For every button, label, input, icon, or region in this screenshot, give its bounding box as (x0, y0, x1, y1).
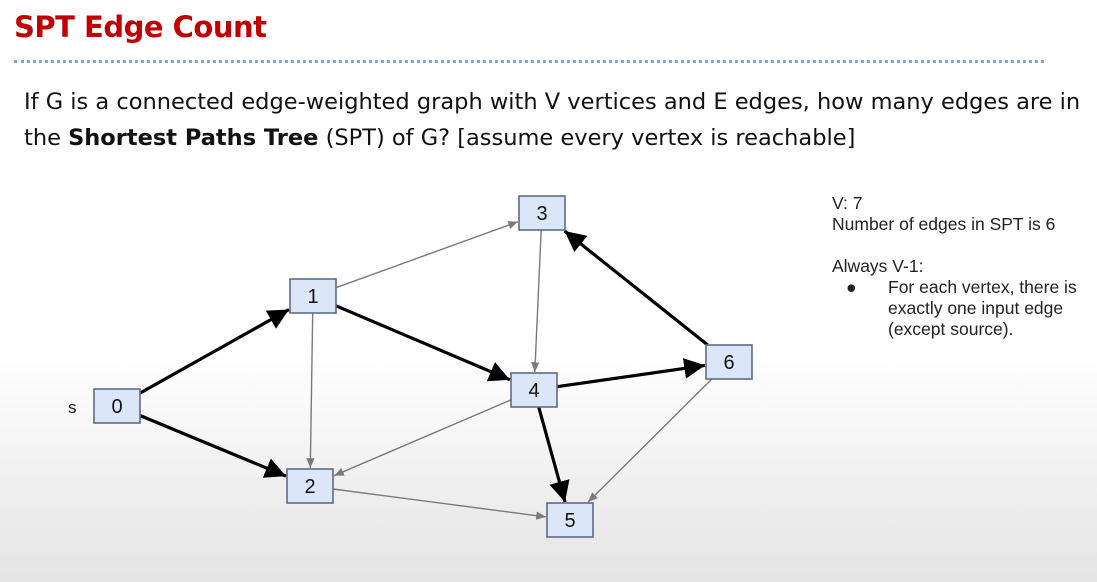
notes-spt-edge-count: Number of edges in SPT is 6 (832, 214, 1056, 234)
question-part2: (SPT) of G? [assume every vertex is reac… (318, 125, 856, 151)
node-label-1: 1 (307, 286, 318, 308)
notes-bullet-item: ● For each vertex, there is exactly one … (832, 277, 1082, 340)
edge-0-1-spt (139, 308, 290, 395)
notes-panel: V: 7 Number of edges in SPT is 6 Always … (832, 193, 1082, 340)
node-label-2: 2 (304, 476, 315, 498)
edge-0-2-spt (139, 414, 287, 478)
node-label-4: 4 (528, 380, 539, 402)
graph-edges (139, 221, 713, 520)
edge-2-5 (332, 488, 547, 520)
node-1: 1 (289, 278, 337, 314)
node-label-0: 0 (111, 396, 122, 418)
node-box-3 (518, 195, 566, 231)
node-4: 4 (510, 372, 558, 408)
title-divider (14, 60, 1044, 63)
node-6: 6 (705, 344, 753, 380)
node-box-6 (705, 344, 753, 380)
notes-bullet-text: For each vertex, there is exactly one in… (888, 277, 1077, 339)
node-label-6: 6 (723, 352, 734, 374)
node-3: 3 (518, 195, 566, 231)
edge-1-2 (306, 312, 315, 469)
edge-1-3 (335, 221, 519, 289)
edge-4-6-spt (556, 358, 706, 389)
edge-4-2 (333, 399, 512, 477)
edge-1-4-spt (335, 304, 511, 382)
source-label: s (68, 398, 77, 417)
node-box-2 (286, 468, 334, 504)
question-bold-term: Shortest Paths Tree (68, 125, 319, 151)
notes-vertex-count: V: 7 (832, 193, 863, 213)
node-label-3: 3 (536, 203, 547, 225)
edge-3-4 (531, 229, 542, 373)
edge-6-5 (587, 378, 713, 503)
notes-bullet-list: ● For each vertex, there is exactly one … (832, 277, 1082, 340)
notes-rule: Always V-1: (832, 256, 924, 276)
question-part1: If G is a connected edge-weighted graph … (24, 89, 1081, 151)
node-5: 5 (546, 502, 594, 538)
question-text: If G is a connected edge-weighted graph … (24, 84, 1084, 156)
node-box-4 (510, 372, 558, 408)
bullet-dot: ● (846, 277, 857, 297)
node-2: 2 (286, 468, 334, 504)
node-0: 0 (93, 388, 141, 424)
node-box-5 (546, 502, 594, 538)
node-label-5: 5 (564, 510, 575, 532)
node-box-0 (93, 388, 141, 424)
edge-4-5-spt (537, 406, 570, 503)
slide-title: SPT Edge Count (14, 10, 267, 44)
edge-6-3-spt (563, 229, 709, 347)
node-box-1 (289, 278, 337, 314)
graph-nodes: 0 1 2 3 4 5 6 (93, 195, 753, 538)
